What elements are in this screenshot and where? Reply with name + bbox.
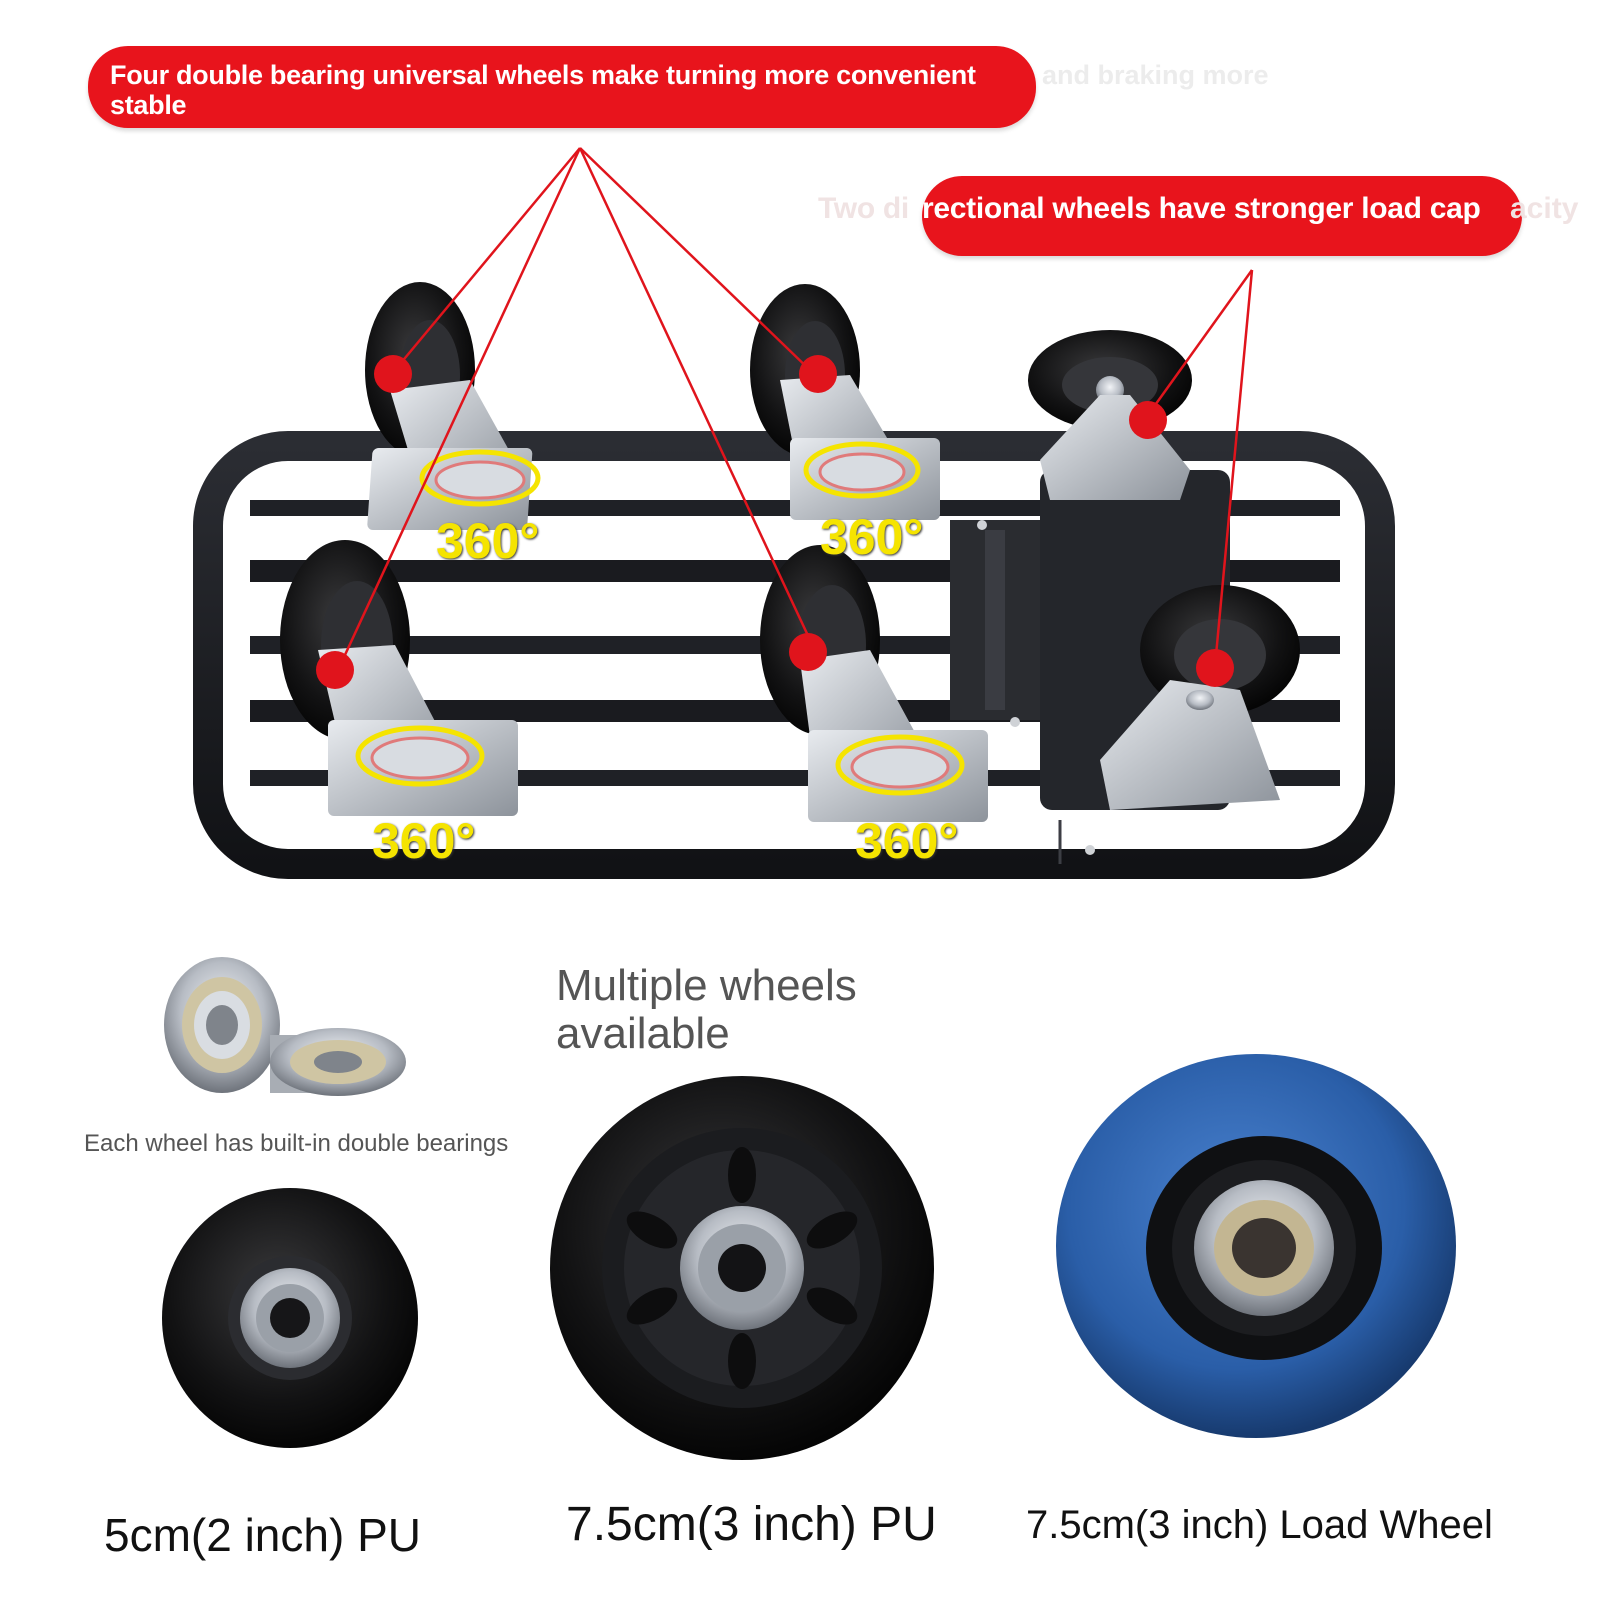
pointer-lines <box>336 147 1254 671</box>
directional-banner-ghost-left: Two di <box>818 192 909 225</box>
cart-frame <box>193 431 1395 879</box>
wheel-caption-5cm-pu: 5cm(2 inch) PU <box>104 1509 421 1561</box>
rotation-label-top-left: 360° <box>436 513 540 569</box>
pointer-dots <box>316 355 1234 689</box>
directional-wheels-banner: rectional wheels have stronger load cap <box>922 176 1522 256</box>
wheel-5cm-pu <box>162 1188 418 1448</box>
wheel-caption-load-wheel: 7.5cm(3 inch) Load Wheel <box>1026 1503 1493 1547</box>
multiple-wheels-heading: Multiple wheels available <box>556 961 857 1058</box>
wheel-7-5cm-load <box>1056 1054 1456 1438</box>
universal-banner-line2: stable <box>110 90 187 120</box>
universal-banner-line1: Four double bearing universal wheels mak… <box>110 60 976 90</box>
swivel-caster-top-left <box>365 282 541 530</box>
universal-banner-overflow: and braking more <box>1042 60 1269 90</box>
directional-caster-top-right <box>1028 330 1192 500</box>
bearings-photo <box>164 957 406 1096</box>
swivel-caster-top-middle <box>750 284 940 520</box>
rotation-label-top-middle: 360° <box>820 509 924 565</box>
swivel-caster-bottom-left <box>280 540 518 816</box>
directional-banner-ghost-right: acity <box>1510 192 1579 225</box>
wheel-7-5cm-pu <box>550 1076 934 1460</box>
bearing-note: Each wheel has built-in double bearings <box>84 1130 509 1157</box>
rotation-label-bottom-middle: 360° <box>855 813 959 869</box>
wheel-caption-7-5cm-pu: 7.5cm(3 inch) PU <box>566 1498 937 1551</box>
universal-wheels-banner: Four double bearing universal wheels mak… <box>88 46 1036 128</box>
rotation-label-bottom-left: 360° <box>372 813 476 869</box>
directional-banner-text: rectional wheels have stronger load cap <box>922 192 1481 225</box>
